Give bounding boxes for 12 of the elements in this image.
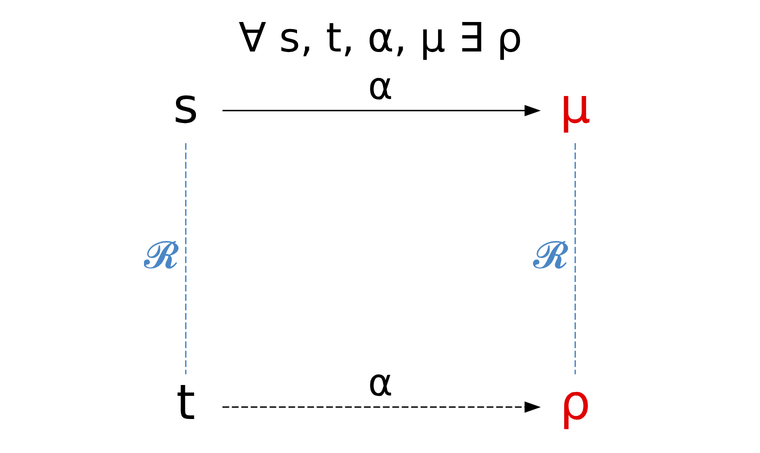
arrow [222, 401, 540, 413]
edge-label: 𝓡 [532, 233, 568, 278]
edge-label: α [368, 360, 392, 404]
connector [574, 143, 576, 374]
arrow [222, 104, 540, 116]
node-text: μ [559, 78, 590, 134]
connector [184, 143, 186, 374]
node-text: ρ [559, 374, 590, 431]
edge-label: α [368, 64, 392, 108]
node-text: s [172, 78, 198, 134]
node-text: t [176, 374, 195, 431]
diagram-title: ∀ s, t, α, μ ∃ ρ [238, 13, 522, 62]
